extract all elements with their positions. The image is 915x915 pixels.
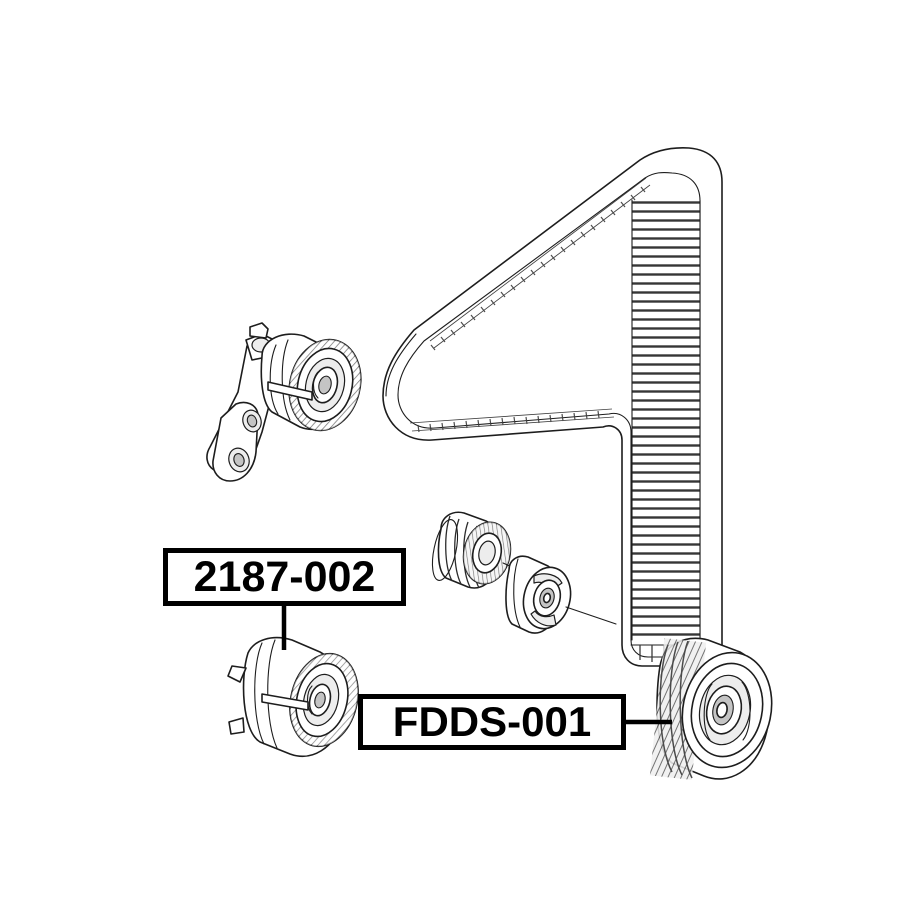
timing-belt: [382, 147, 723, 667]
part-number-label-fdds-001[interactable]: FDDS-001: [358, 694, 626, 750]
tensioner-pulley: [227, 636, 359, 757]
belt-teeth-upper-run: [429, 177, 651, 351]
flanged-hub: [505, 555, 617, 634]
toothed-sprocket: [431, 511, 541, 589]
part-number-text: 2187-002: [193, 552, 376, 601]
belt-teeth-right-run: [631, 199, 701, 641]
part-number-label-2187-002[interactable]: 2187-002: [163, 548, 406, 606]
belt-tensioner-assembly: [206, 322, 362, 482]
belt-teeth-lower-run: [409, 408, 615, 433]
ribbed-idler-pulley: [649, 637, 773, 780]
part-number-text: FDDS-001: [392, 698, 592, 745]
